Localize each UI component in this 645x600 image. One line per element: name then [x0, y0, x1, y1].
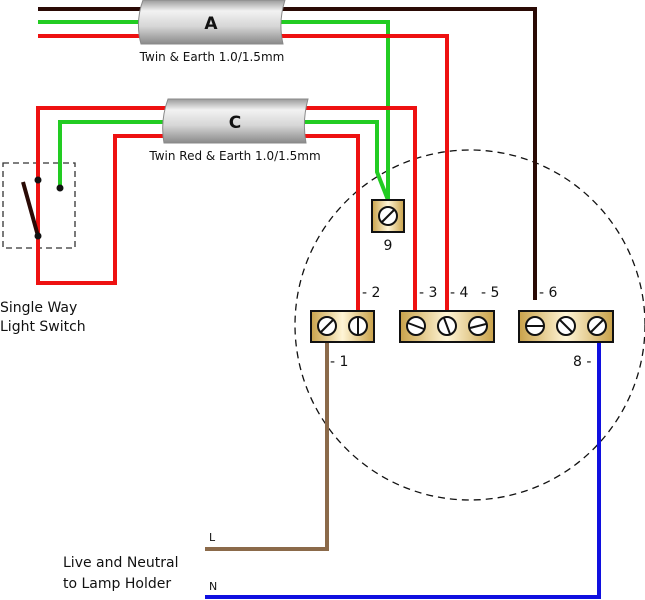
- cable-a: A: [137, 0, 286, 45]
- terminal-block-3: [518, 310, 614, 343]
- terminal-6-label: - 6: [539, 285, 558, 301]
- wire-c-red-inner: [36, 134, 360, 312]
- terminal-block-1: [310, 310, 375, 343]
- switch-lever: [21, 181, 40, 237]
- switch-contact-bottom: [34, 232, 42, 240]
- neutral-label: N: [209, 580, 217, 593]
- terminal-4-label: - 4: [450, 285, 469, 301]
- switch-contact-earth: [56, 184, 64, 192]
- lamp-neutral-wire: [205, 342, 601, 599]
- terminal-block-earth: [371, 199, 405, 233]
- lamp-caption-line1: Live and Neutral: [63, 555, 179, 571]
- terminal-9-label: 9: [384, 238, 393, 254]
- terminal-2-label: - 2: [362, 285, 380, 301]
- wire-c-green: [58, 120, 390, 201]
- wire-a-red: [38, 34, 449, 312]
- switch-caption-line1: Single Way: [0, 300, 77, 316]
- lamp-caption-line2: to Lamp Holder: [63, 576, 171, 592]
- live-label: L: [209, 531, 216, 544]
- switch-contact-top: [34, 176, 42, 184]
- terminal-5-label: - 5: [481, 285, 499, 301]
- terminal-3-label: - 3: [419, 285, 437, 301]
- cable-a-label: A: [204, 14, 218, 34]
- cable-c-caption: Twin Red & Earth 1.0/1.5mm: [148, 149, 320, 163]
- switch-caption-line2: Light Switch: [0, 319, 86, 335]
- terminal-block-2: [399, 310, 495, 343]
- terminal-1-label: - 1: [330, 354, 348, 370]
- cable-c-label: C: [229, 113, 241, 133]
- cable-a-caption: Twin & Earth 1.0/1.5mm: [139, 50, 285, 64]
- terminal-8-label: 8 -: [573, 354, 591, 370]
- cable-c: C: [162, 98, 309, 144]
- lamp-live-wire: [205, 342, 329, 551]
